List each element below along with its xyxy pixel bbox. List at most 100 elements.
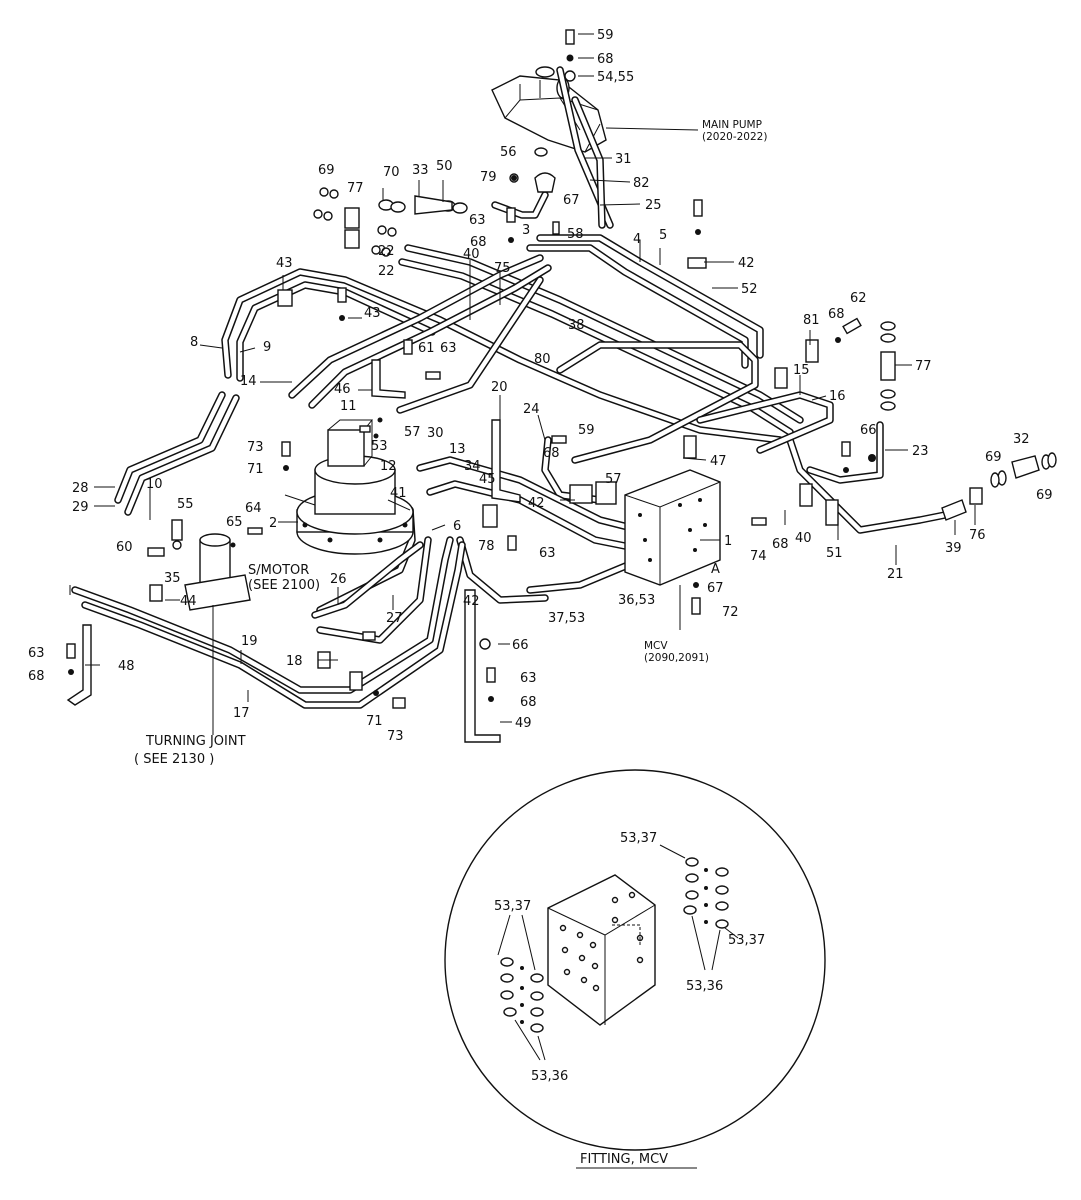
part-80: 80 (534, 352, 551, 367)
part-13: 13 (449, 442, 466, 457)
part-41: 41 (390, 486, 407, 501)
part-63: 63 (539, 546, 556, 561)
part-57: 57 (404, 425, 421, 440)
part-48: 48 (118, 659, 135, 674)
part-47: 47 (710, 454, 727, 469)
part-18: 18 (286, 654, 303, 669)
part-3: 3 (522, 223, 530, 238)
part-5: 5 (659, 228, 667, 243)
mcv-label: MCV (644, 640, 668, 652)
part-40: 40 (463, 247, 480, 262)
part-28: 28 (72, 481, 89, 496)
part-63: 63 (28, 646, 45, 661)
part-11: 11 (340, 399, 357, 414)
part-68: 68 (543, 446, 560, 461)
part-73: 73 (387, 729, 404, 744)
part-40: 40 (795, 531, 812, 546)
part-43: 43 (364, 306, 381, 321)
leader-lines (69, 33, 976, 723)
part-66: 66 (860, 423, 877, 438)
label-a: A (711, 562, 720, 577)
part-30: 30 (427, 426, 444, 441)
part-69: 69 (985, 450, 1002, 465)
part-62: 62 (850, 291, 867, 306)
part-49: 49 (515, 716, 532, 731)
part-53: 53 (371, 439, 388, 454)
part-42: 42 (738, 256, 755, 271)
part-67: 67 (707, 581, 724, 596)
part-36-53: 36,53 (618, 593, 655, 608)
part-68: 68 (28, 669, 45, 684)
part-72: 72 (722, 605, 739, 620)
part-10: 10 (146, 477, 163, 492)
part-69: 69 (1036, 488, 1053, 503)
part-8: 8 (190, 335, 198, 350)
part-68: 68 (597, 52, 614, 67)
part-2: 2 (269, 516, 277, 531)
detail-callout-53-36: 53,36 (686, 979, 723, 994)
part-4: 4 (633, 232, 641, 247)
part-9: 9 (263, 340, 271, 355)
part-27: 27 (386, 611, 403, 626)
part-59: 59 (597, 28, 614, 43)
part-29: 29 (72, 500, 89, 515)
part-68: 68 (772, 537, 789, 552)
part-79: 79 (480, 170, 497, 185)
part-75: 75 (494, 261, 511, 276)
part-68: 68 (520, 695, 537, 710)
part-1: 1 (724, 534, 732, 549)
part-57: 57 (605, 472, 622, 487)
part-45: 45 (479, 472, 496, 487)
part-6: 6 (453, 519, 461, 534)
part-44: 44 (180, 594, 197, 609)
part-66: 66 (512, 638, 529, 653)
hydraulic-pipes (71, 66, 949, 709)
part-numbers: 59 68 54,55 56 31 82 25 79 67 63 58 3 68… (28, 28, 1053, 744)
part-19: 19 (241, 634, 258, 649)
part-21: 21 (887, 567, 904, 582)
part-22: 22 (378, 264, 395, 279)
part-77: 77 (915, 359, 932, 374)
part-71: 71 (366, 714, 383, 729)
part-26: 26 (330, 572, 347, 587)
part-20: 20 (491, 380, 508, 395)
detail-callout-53-37: 53,37 (728, 933, 765, 948)
detail-circle (444, 769, 826, 1151)
part-34: 34 (464, 459, 481, 474)
part-38: 38 (568, 318, 585, 333)
part-65: 65 (226, 515, 243, 530)
part-68: 68 (470, 235, 487, 250)
swing-motor (296, 419, 414, 555)
part-63: 63 (440, 341, 457, 356)
part-16: 16 (829, 389, 846, 404)
part-63: 63 (520, 671, 537, 686)
part-59: 59 (578, 423, 595, 438)
main-pump-ref: (2020-2022) (702, 131, 767, 143)
brackets (66, 257, 839, 743)
part-33: 33 (412, 163, 429, 178)
part-42: 42 (528, 496, 545, 511)
fittings-right (683, 857, 729, 929)
part-14: 14 (240, 374, 257, 389)
part-61: 61 (418, 341, 435, 356)
part-24: 24 (523, 402, 540, 417)
detail-callout-53-37: 53,37 (494, 899, 531, 914)
part-12: 12 (380, 459, 397, 474)
fasteners (66, 29, 1057, 709)
part-56: 56 (500, 145, 517, 160)
part-63: 63 (469, 213, 486, 228)
part-42: 42 (463, 594, 480, 609)
part-31: 31 (615, 152, 632, 167)
part-15: 15 (793, 363, 810, 378)
part-71: 71 (247, 462, 264, 477)
part-58: 58 (567, 227, 584, 242)
part-70: 70 (383, 165, 400, 180)
part-81: 81 (803, 313, 820, 328)
fittings-left (500, 957, 544, 1033)
part-22: 22 (378, 244, 395, 259)
detail-title: FITTING, MCV (580, 1152, 668, 1167)
detail-callout-53-37: 53,37 (620, 831, 657, 846)
part-76: 76 (969, 528, 986, 543)
part-23: 23 (912, 444, 929, 459)
